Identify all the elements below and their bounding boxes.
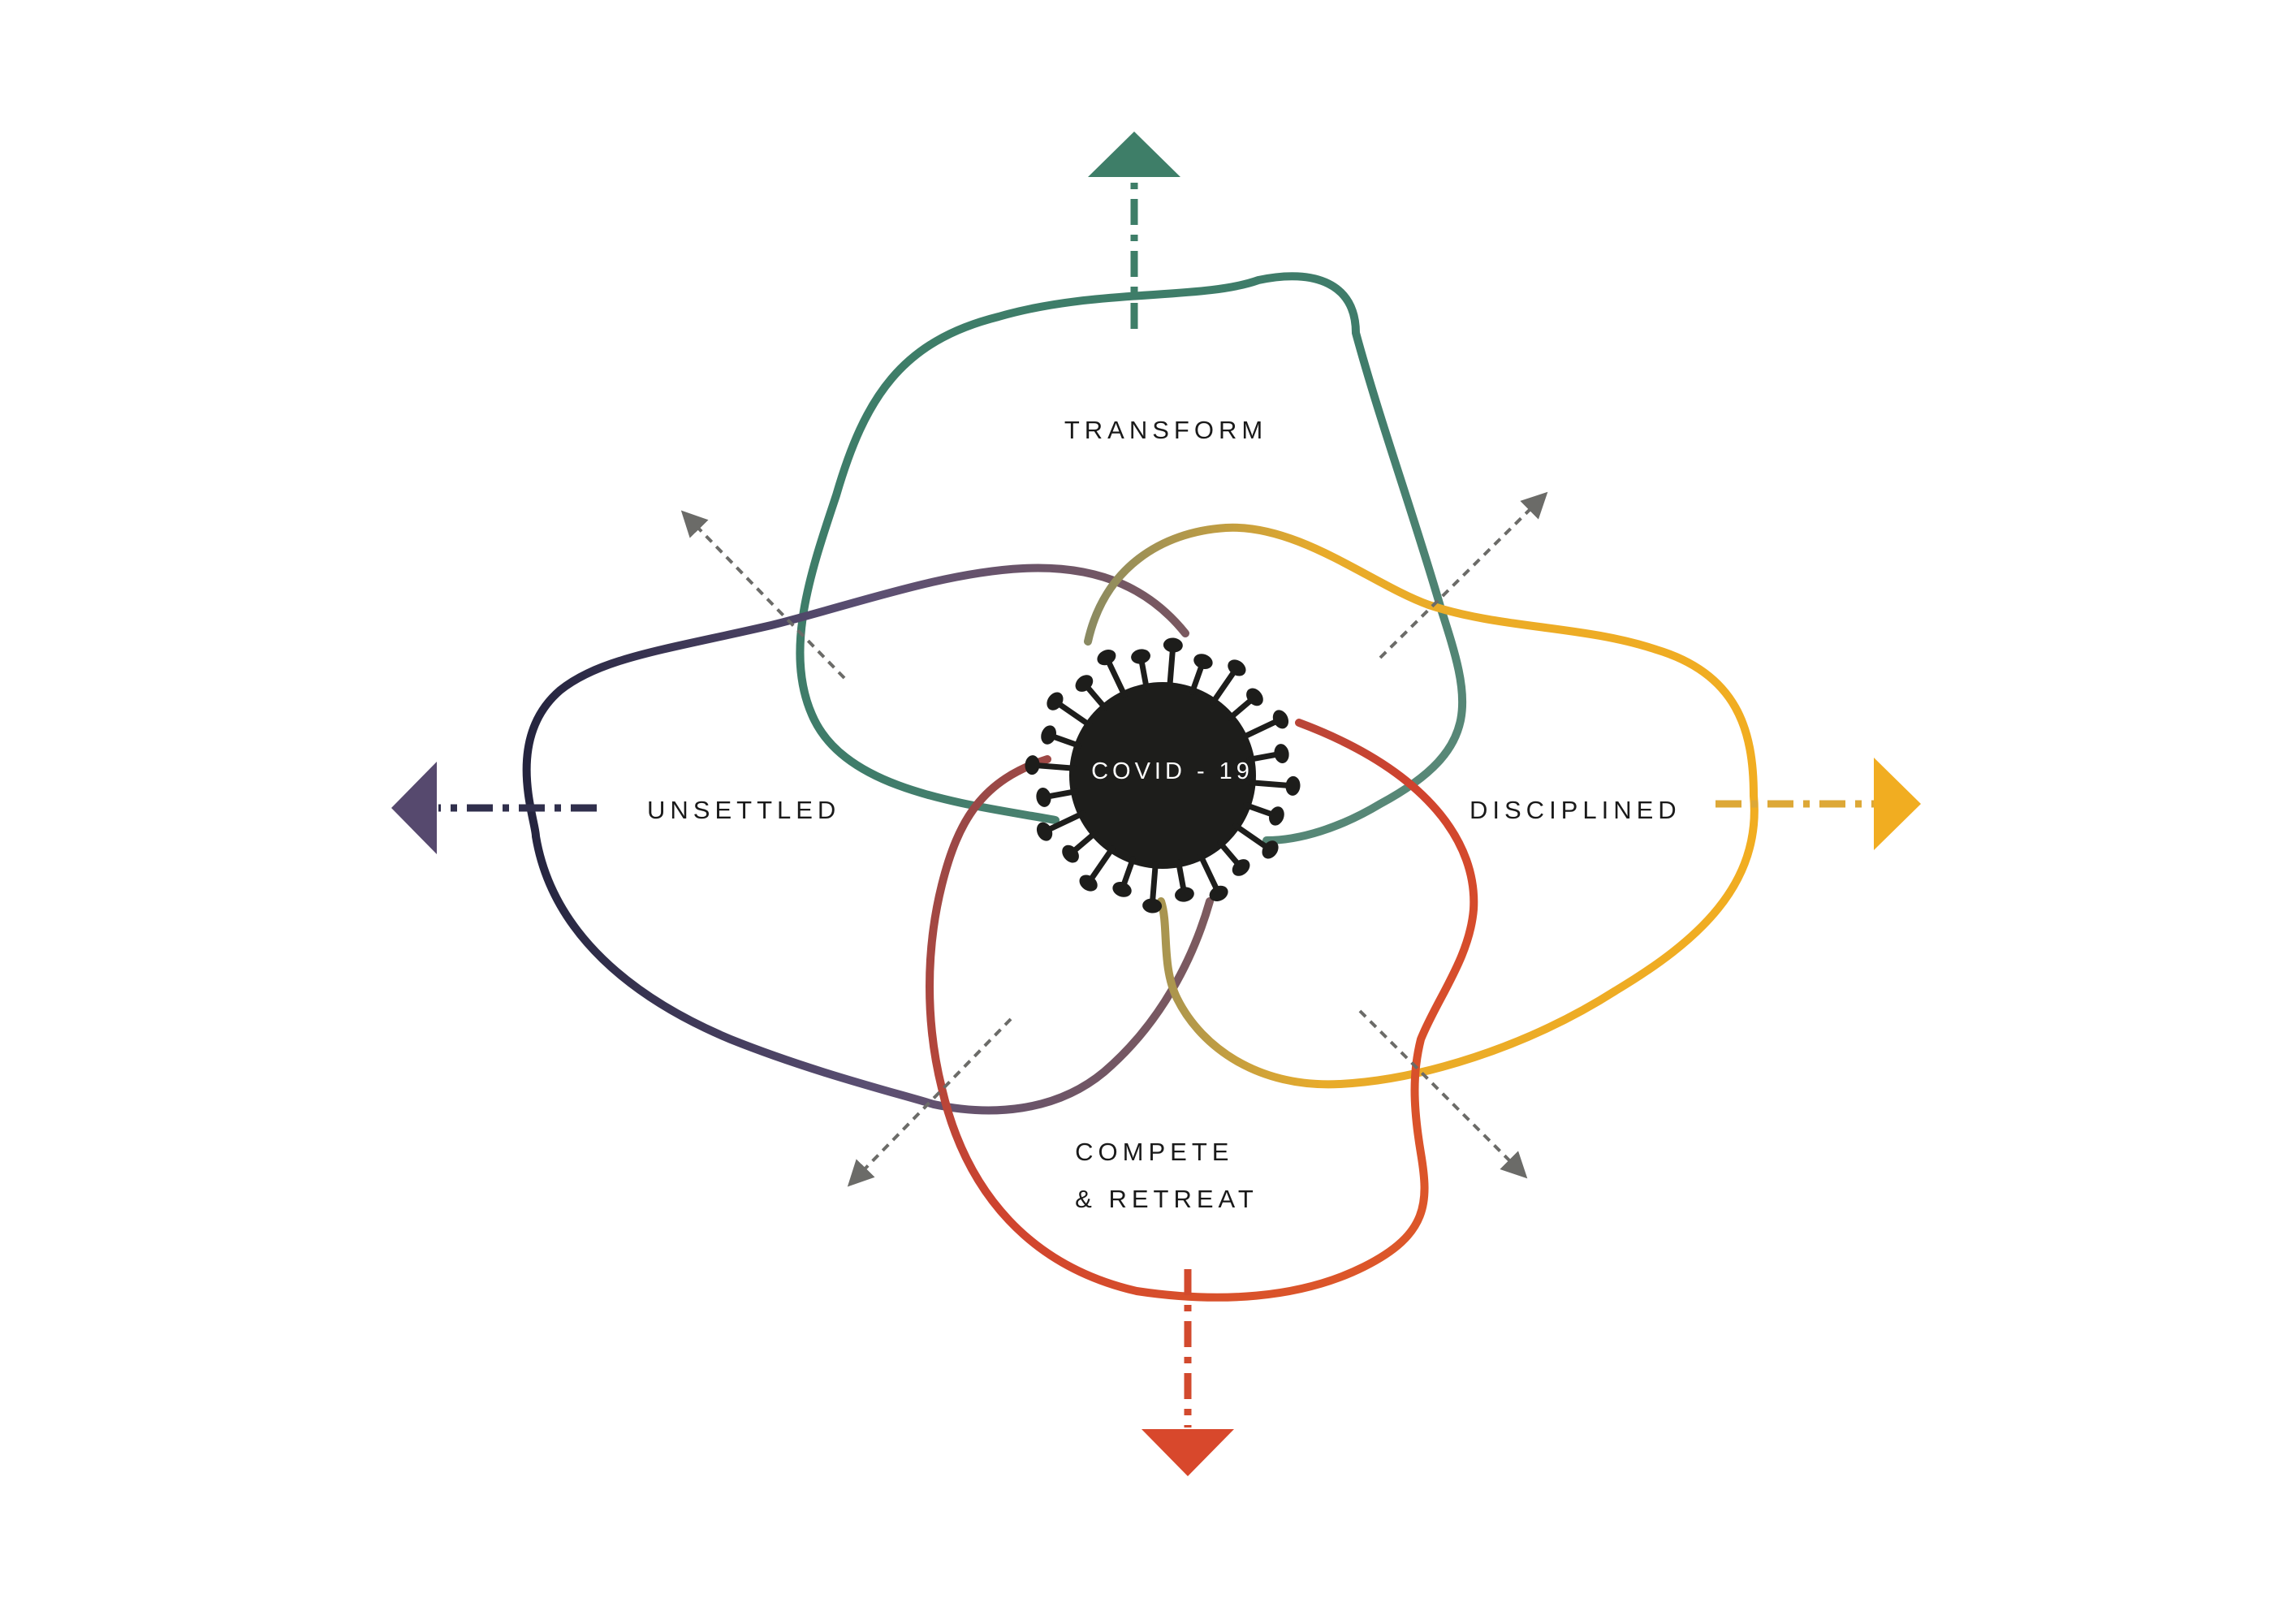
- virus-spike-tip: [1246, 688, 1263, 706]
- label-retreat: & RETREAT: [1075, 1185, 1258, 1213]
- virus-spike-tip: [1075, 675, 1094, 692]
- unsettled-loop: [522, 564, 1214, 1115]
- compete-retreat-arrow: [1142, 1269, 1234, 1476]
- virus-spike-tip: [1131, 649, 1150, 664]
- virus-spike-tip: [1175, 887, 1194, 902]
- label-unsettled: UNSETTLED: [647, 796, 841, 824]
- virus-spike: [1149, 861, 1159, 905]
- virus-spike-tip: [1163, 637, 1183, 653]
- virus-spike: [1033, 762, 1077, 771]
- diagonal-arrow-bottom-right: [1358, 1009, 1528, 1179]
- virus-spike: [1189, 661, 1206, 695]
- disciplined-loop: [1084, 523, 1759, 1089]
- virus-spike: [1120, 856, 1136, 890]
- transform-loop: [796, 272, 1467, 844]
- virus-spike: [1070, 830, 1098, 855]
- virus-spike: [1227, 696, 1255, 721]
- virus-spike: [1248, 780, 1293, 789]
- virus-spike-tip: [1036, 822, 1053, 841]
- virus-spike-tip: [1097, 649, 1116, 666]
- virus-spike: [1043, 788, 1079, 800]
- virus-spike: [1198, 852, 1220, 894]
- virus-spike: [1048, 732, 1082, 749]
- virus-spike-tip: [1142, 898, 1163, 914]
- label-disciplined: DISCIPLINED: [1470, 796, 1681, 824]
- virus-spike: [1105, 657, 1128, 699]
- virus-spike-tip: [1209, 885, 1228, 902]
- virus-spike: [1083, 683, 1108, 711]
- unsettled-arrow: [391, 762, 597, 854]
- label-transform: TRANSFORM: [1064, 416, 1268, 444]
- virus-spike: [1138, 656, 1150, 692]
- transform-arrow: [1088, 132, 1180, 329]
- virus-spike: [1232, 823, 1271, 851]
- virus-spike: [1243, 802, 1277, 818]
- virus-spike-tip: [1274, 744, 1289, 763]
- virus-spike-tip: [1041, 725, 1057, 745]
- virus-spike-tip: [1262, 840, 1279, 859]
- virus-spike-tip: [1112, 881, 1132, 897]
- virus-spike-tip: [1272, 710, 1289, 729]
- virus-spike-tip: [1047, 692, 1064, 710]
- virus-spike: [1055, 700, 1093, 728]
- covid-virus-icon: [1025, 637, 1301, 914]
- label-covid-19: COVID - 19: [1091, 758, 1254, 784]
- virus-spike-tip: [1268, 806, 1284, 826]
- compete-retreat-loop: [926, 719, 1478, 1302]
- virus-spike: [1044, 810, 1086, 833]
- virus-spike-tip: [1079, 875, 1098, 892]
- virus-spike: [1217, 840, 1242, 868]
- virus-spike-tip: [1025, 755, 1040, 775]
- disciplined-arrow: [1716, 758, 1921, 850]
- virus-spike: [1167, 646, 1176, 690]
- virus-spike-tip: [1285, 775, 1301, 796]
- virus-spike: [1210, 667, 1238, 706]
- virus-spike-tip: [1193, 654, 1213, 670]
- virus-spike: [1246, 751, 1282, 762]
- diagonal-arrow-bottom-left: [847, 1017, 1012, 1187]
- virus-spike: [1176, 859, 1187, 895]
- diagonal-arrow-top-left: [680, 510, 846, 680]
- virus-spike-tip: [1062, 844, 1079, 863]
- virus-spike-tip: [1232, 859, 1250, 876]
- virus-spike: [1087, 845, 1116, 883]
- diagonal-arrow-top-right: [1379, 491, 1548, 659]
- label-compete: COMPETE: [1075, 1138, 1234, 1166]
- virus-spike: [1239, 718, 1281, 741]
- virus-spike-tip: [1036, 788, 1051, 807]
- virus-spike-tip: [1228, 659, 1246, 676]
- label-compete-retreat: COMPETE & RETREAT: [1075, 1129, 1258, 1223]
